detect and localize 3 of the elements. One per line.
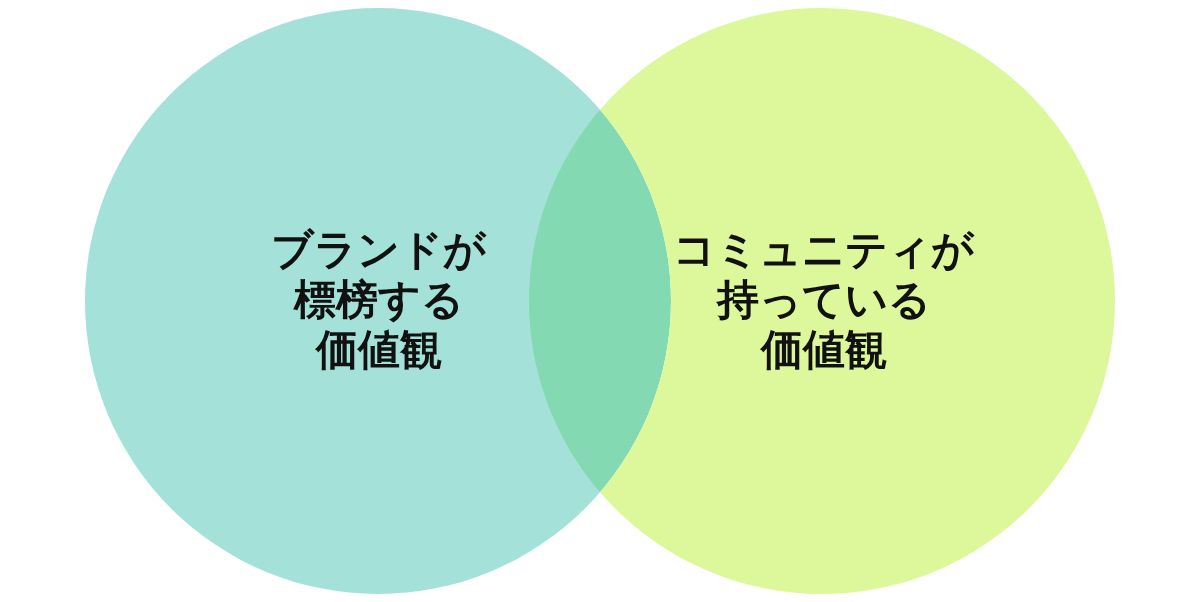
circle-label: ブランドが標榜する価値観 <box>270 225 488 375</box>
circle-label: コミュニティが持っている価値観 <box>672 225 976 375</box>
venn-circle <box>85 8 671 594</box>
